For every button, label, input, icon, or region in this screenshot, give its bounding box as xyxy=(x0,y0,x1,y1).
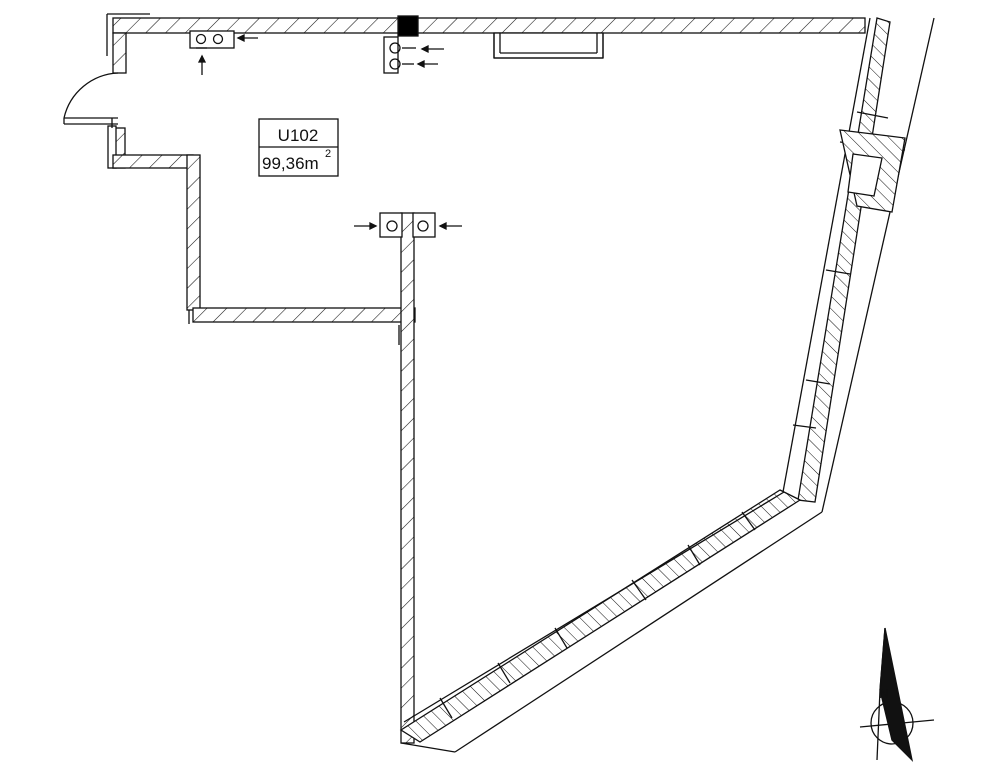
top-wall xyxy=(106,13,866,56)
structural-column xyxy=(397,15,419,37)
radiator-mid-right xyxy=(412,212,462,238)
north-arrow-icon xyxy=(859,627,935,762)
room-area-unit-exponent: 2 xyxy=(325,148,331,160)
top-wall-window xyxy=(493,32,604,59)
room-area: 99,36m xyxy=(262,154,319,173)
wall-niche xyxy=(839,129,906,213)
diagonal-wall-bottom xyxy=(399,489,823,753)
vertical-partition xyxy=(398,212,415,744)
diagonal-wall-right xyxy=(782,17,935,513)
room-label-box xyxy=(258,118,339,177)
room-number: U102 xyxy=(278,126,319,145)
radiator-top-center xyxy=(383,36,444,74)
inner-wall-upper xyxy=(112,154,201,311)
left-wall xyxy=(107,32,127,169)
entrance-door xyxy=(63,72,119,128)
north-label: N xyxy=(879,685,889,701)
inner-wall-lower xyxy=(188,307,416,324)
radiator-top-left xyxy=(189,30,258,75)
radiator-mid-left xyxy=(354,212,403,238)
